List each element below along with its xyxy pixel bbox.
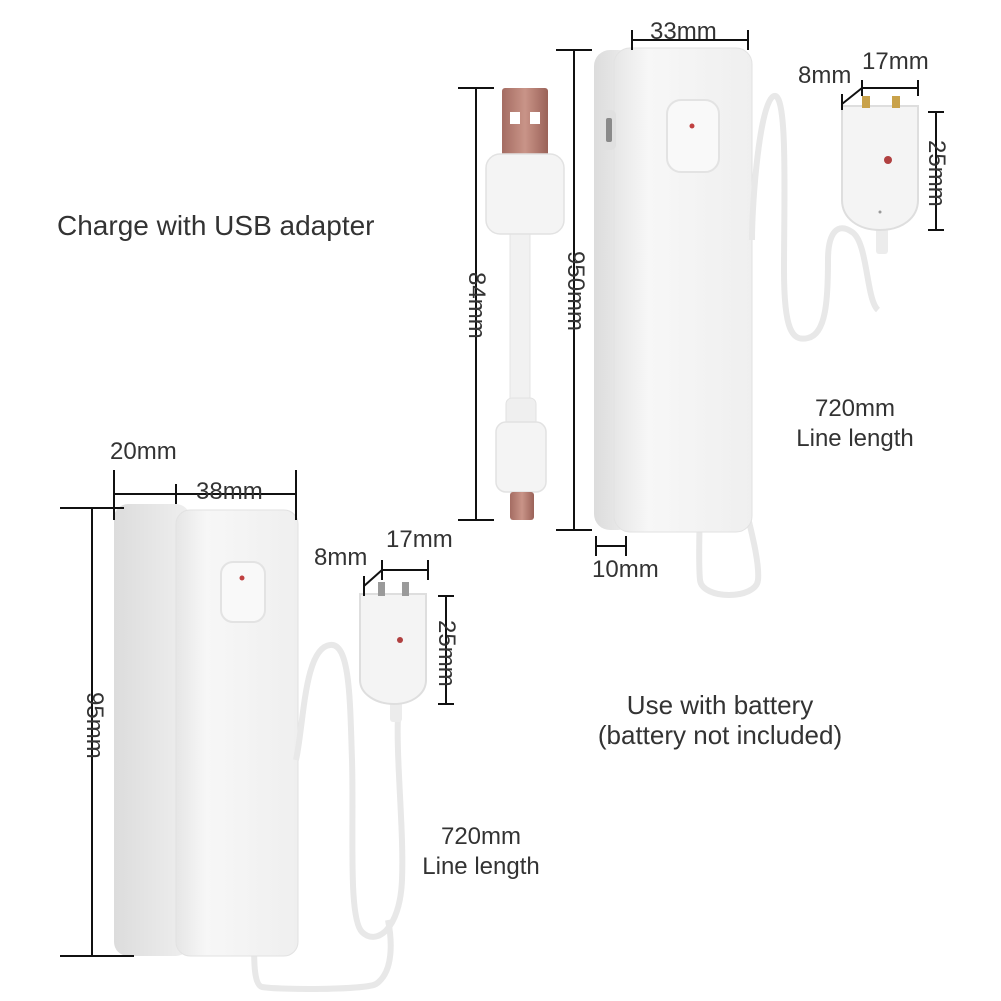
- top-device: [594, 47, 762, 598]
- top-device-cable: [749, 93, 881, 342]
- bottom-device-cable: [293, 642, 406, 940]
- caption-battery-line2: (battery not included): [597, 720, 843, 750]
- top-probe-pin-2: [892, 96, 900, 108]
- top-probe-neck: [876, 226, 888, 254]
- top-probe-height-label: 25mm: [923, 140, 950, 207]
- top-width-label: 33mm: [650, 18, 717, 45]
- usb-length-label: 84mm: [463, 272, 490, 339]
- bottom-probe-hole: [397, 637, 403, 643]
- usb-a-metal: [502, 88, 548, 158]
- micro-usb-metal: [510, 492, 534, 520]
- bottom-probe: [359, 582, 427, 722]
- usb-cable-flat: [509, 229, 531, 401]
- top-depth-label: 10mm: [592, 556, 659, 583]
- micro-usb-housing: [495, 421, 547, 493]
- top-line-length-label: Line length: [796, 425, 914, 452]
- bottom-device-button: [220, 561, 266, 623]
- bottom-probe-pin-1: [378, 582, 385, 596]
- top-probe-depth-label: 8mm: [798, 62, 852, 89]
- bottom-device: [114, 504, 299, 957]
- bottom-probe-depth-label: 8mm: [314, 544, 368, 571]
- top-probe-hole: [884, 156, 892, 164]
- dimension-lines: [60, 30, 944, 957]
- bottom-line-length-label: Line length: [422, 853, 540, 880]
- top-probe: [841, 96, 919, 254]
- top-device-cable-bottom: [696, 499, 762, 598]
- top-probe-pin-1: [862, 96, 870, 108]
- caption-battery: Use with battery (battery not included): [560, 690, 880, 750]
- bottom-height-label: 95mm: [81, 692, 108, 759]
- top-line-length: 720mm Line length: [770, 394, 940, 454]
- top-device-body: [613, 47, 753, 533]
- bottom-probe-width-label: 17mm: [386, 526, 453, 553]
- usb-port-slot: [606, 118, 612, 142]
- caption-usb: Charge with USB adapter: [57, 210, 375, 241]
- top-device-led: [689, 123, 695, 129]
- caption-battery-line1: Use with battery: [626, 690, 814, 720]
- bottom-probe-neck: [390, 700, 402, 722]
- top-probe-dot: [878, 210, 882, 214]
- usb-a-housing: [485, 153, 565, 235]
- top-probe-width-label: 17mm: [862, 48, 929, 75]
- top-height-label: 950mm: [562, 251, 589, 332]
- bottom-device-led: [239, 575, 245, 581]
- bottom-device-side: [114, 504, 190, 956]
- top-device-button: [666, 99, 720, 173]
- bottom-probe-body: [359, 593, 427, 706]
- bottom-line-length-value: 720mm: [440, 823, 522, 850]
- bottom-width-label: 38mm: [196, 478, 263, 505]
- usb-a-hole-1: [510, 112, 520, 124]
- top-line-length-value: 720mm: [814, 395, 896, 422]
- usb-cable: [485, 88, 565, 520]
- bottom-probe-height-label: 25mm: [433, 620, 460, 687]
- bottom-depth-label: 20mm: [110, 438, 177, 465]
- usb-a-hole-2: [530, 112, 540, 124]
- bottom-device-cable-bottom: [251, 919, 394, 992]
- top-probe-body: [841, 105, 919, 232]
- bottom-probe-pin-2: [402, 582, 409, 596]
- bottom-line-length: 720mm Line length: [396, 822, 566, 882]
